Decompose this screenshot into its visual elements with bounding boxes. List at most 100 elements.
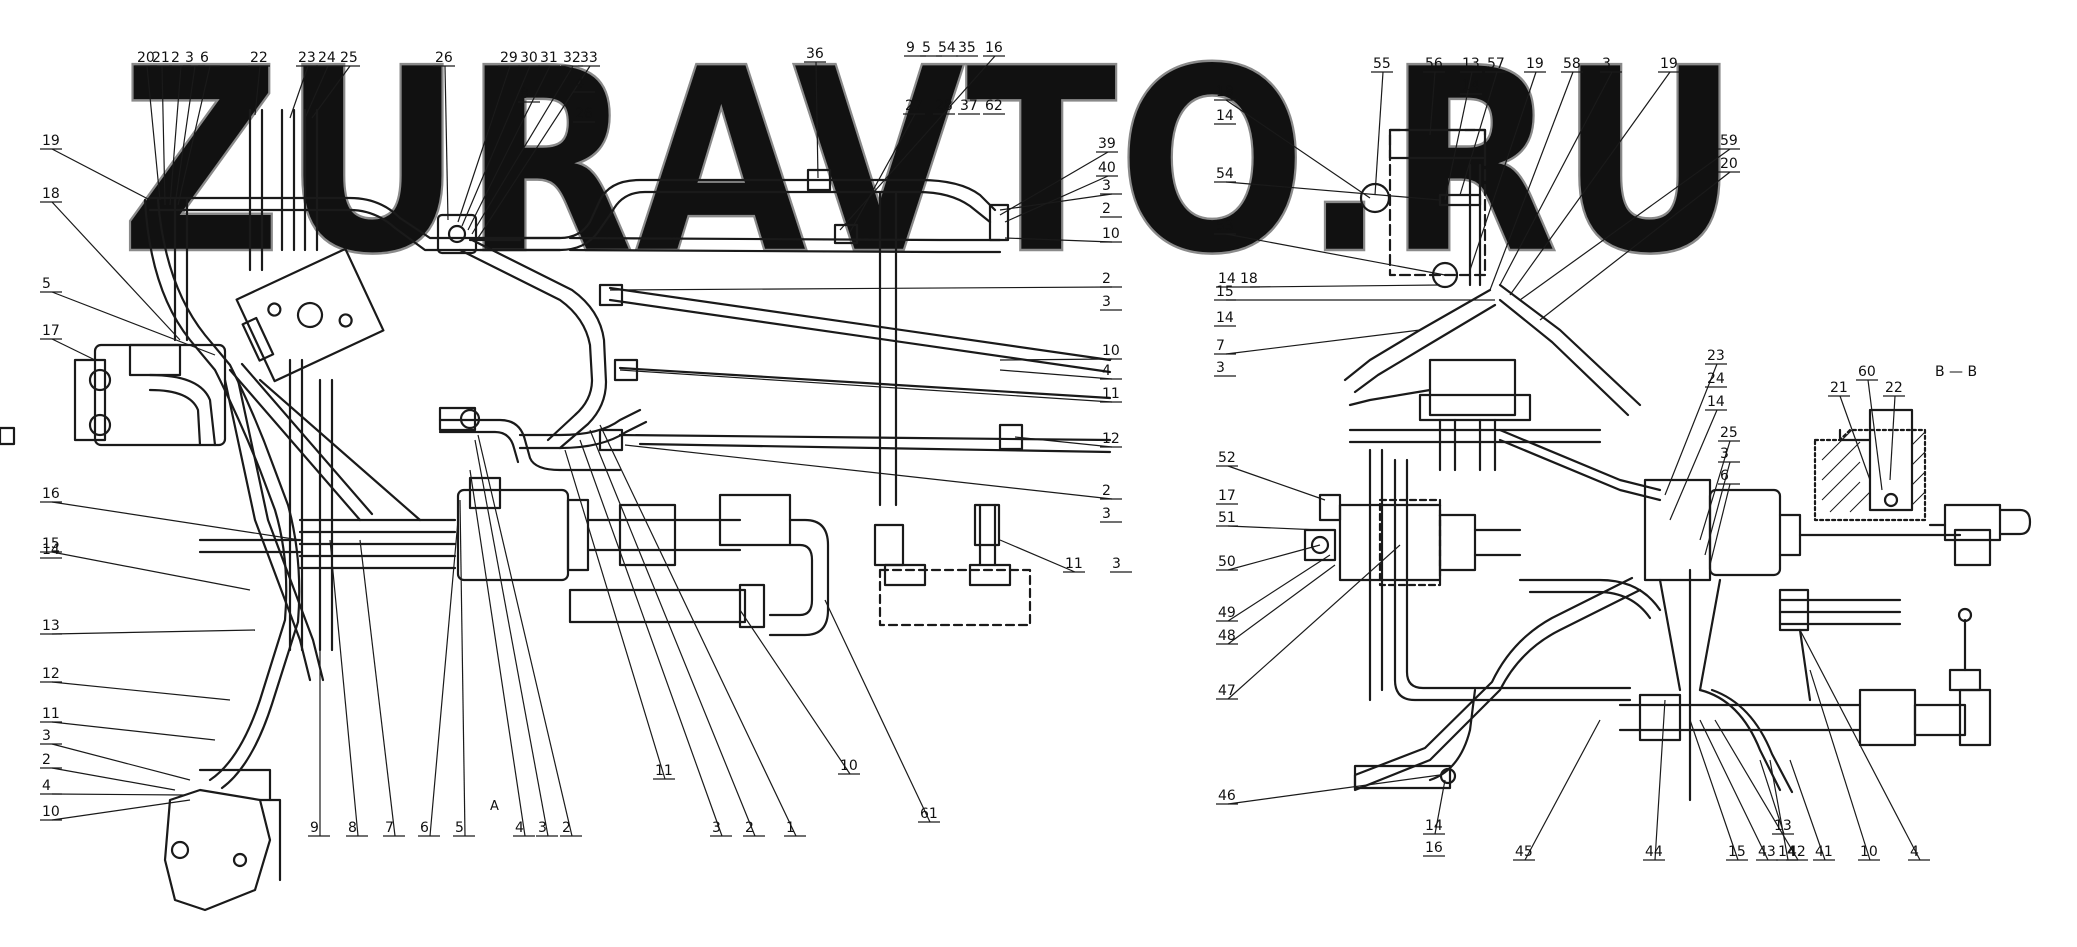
callout-label: 22 [250,50,268,66]
callout-label: 25 [1720,425,1738,441]
leader-line [1249,284,1441,288]
callout-label: 10 [840,758,858,774]
callout-label: 14 [1216,310,1234,326]
callout-label: 57 [1487,56,1505,72]
callout-label: 8 [520,86,529,102]
callout-label: 14 [1425,818,1443,834]
leader-line [304,65,329,119]
callout-label: 14 [42,542,60,558]
callout-label: 2 [562,820,571,836]
leader-line [999,193,1113,211]
callout-label: 25 [340,50,358,66]
leader-line [1709,483,1731,566]
leader-line [1004,237,1113,243]
callout-label: 14 [1216,108,1234,124]
callout-label: 51 [1218,510,1236,526]
leader-line [1225,99,1371,199]
leader-line [477,65,591,239]
callout-label: 37 [960,98,978,114]
callout-label: 11 [42,706,60,722]
leader-line [815,61,819,179]
callout-label: 9 [310,820,319,836]
leader-line [1227,544,1401,700]
leader-line [999,539,1076,573]
leader-line [1699,440,1731,541]
callout-label: 16 [985,40,1003,56]
callout-label: 4 [1102,363,1111,379]
callout-label: 14 [1778,844,1796,860]
callout-label: 7 [385,820,394,836]
leader-line [1429,71,1436,136]
callout-label: 54 [1216,166,1234,182]
callout-label: 14 [1707,394,1725,410]
callout-label: 3 [1102,294,1111,310]
leader-line [999,358,1113,361]
leader-line [1225,181,1441,201]
leader-line [1225,329,1421,355]
callout-label: 3 [1102,506,1111,522]
callout-label: 4 [1910,844,1919,860]
leader-line [51,681,231,701]
callout-label: 26 [575,106,593,122]
leader-line [429,519,459,837]
callout-label: 46 [1218,788,1236,804]
callout-label: 11 [1065,556,1083,572]
leader-line [1689,719,1739,861]
leader-line [1004,175,1109,223]
leader-line [289,65,309,119]
leader-line [579,439,723,837]
callout-label: 10 [1860,844,1878,860]
leader-line [849,113,916,233]
leader-line [564,449,666,780]
leader-line [51,721,216,741]
callout-label: 12 [42,666,60,682]
leader-line [254,65,261,116]
callout-label: 3 [538,820,547,836]
callout-label: 40 [1098,160,1116,176]
leader-line [1789,759,1826,861]
leader-line [1799,629,1921,861]
callout-label: 23 [1707,348,1725,364]
callout-label: 3 [1112,556,1121,572]
leader-line [461,65,531,227]
leader-line [1014,436,1113,448]
leader-line [1489,71,1574,291]
callout-label: 13 [42,618,60,634]
leader-line [1225,233,1446,276]
callout-label: 44 [1645,844,1663,860]
callout-label: 3 [1216,360,1225,376]
leader-line [1664,363,1718,496]
leader-line [1499,71,1613,286]
leader-line [1469,71,1537,271]
callout-label: 18 [42,186,60,202]
callout-label: 3 [1102,178,1111,194]
callout-label: 2 [1102,201,1111,217]
callout-label: 52 [1218,450,1236,466]
callout-label: 55 [1373,56,1391,72]
leader-line [839,55,996,231]
callout-label: 62 [985,98,1003,114]
callout-label: 31 [540,50,558,66]
leader-line [1227,554,1331,622]
leader-line [1809,669,1871,861]
callout-label: 4 [515,820,524,836]
leader-line [1227,525,1321,531]
leader-line [51,148,151,201]
callout-label: 10 [42,804,60,820]
leader-line [1444,71,1473,201]
callout-label: 41 [1815,844,1833,860]
leader-line [467,65,551,231]
leader-line [1227,465,1326,501]
leader-line [471,65,574,235]
leader-line [589,429,756,837]
leader-line [1509,71,1671,296]
callout-label: 36 [806,46,824,62]
callout-label: 56 [1425,56,1443,72]
leader-line [459,499,466,837]
callout-label: 32 [563,50,581,66]
callout-label: 58 [1563,56,1581,72]
leader-line [1227,564,1336,645]
leader-line [739,609,851,775]
leader-line [311,65,351,119]
leader-line [1889,395,1896,481]
